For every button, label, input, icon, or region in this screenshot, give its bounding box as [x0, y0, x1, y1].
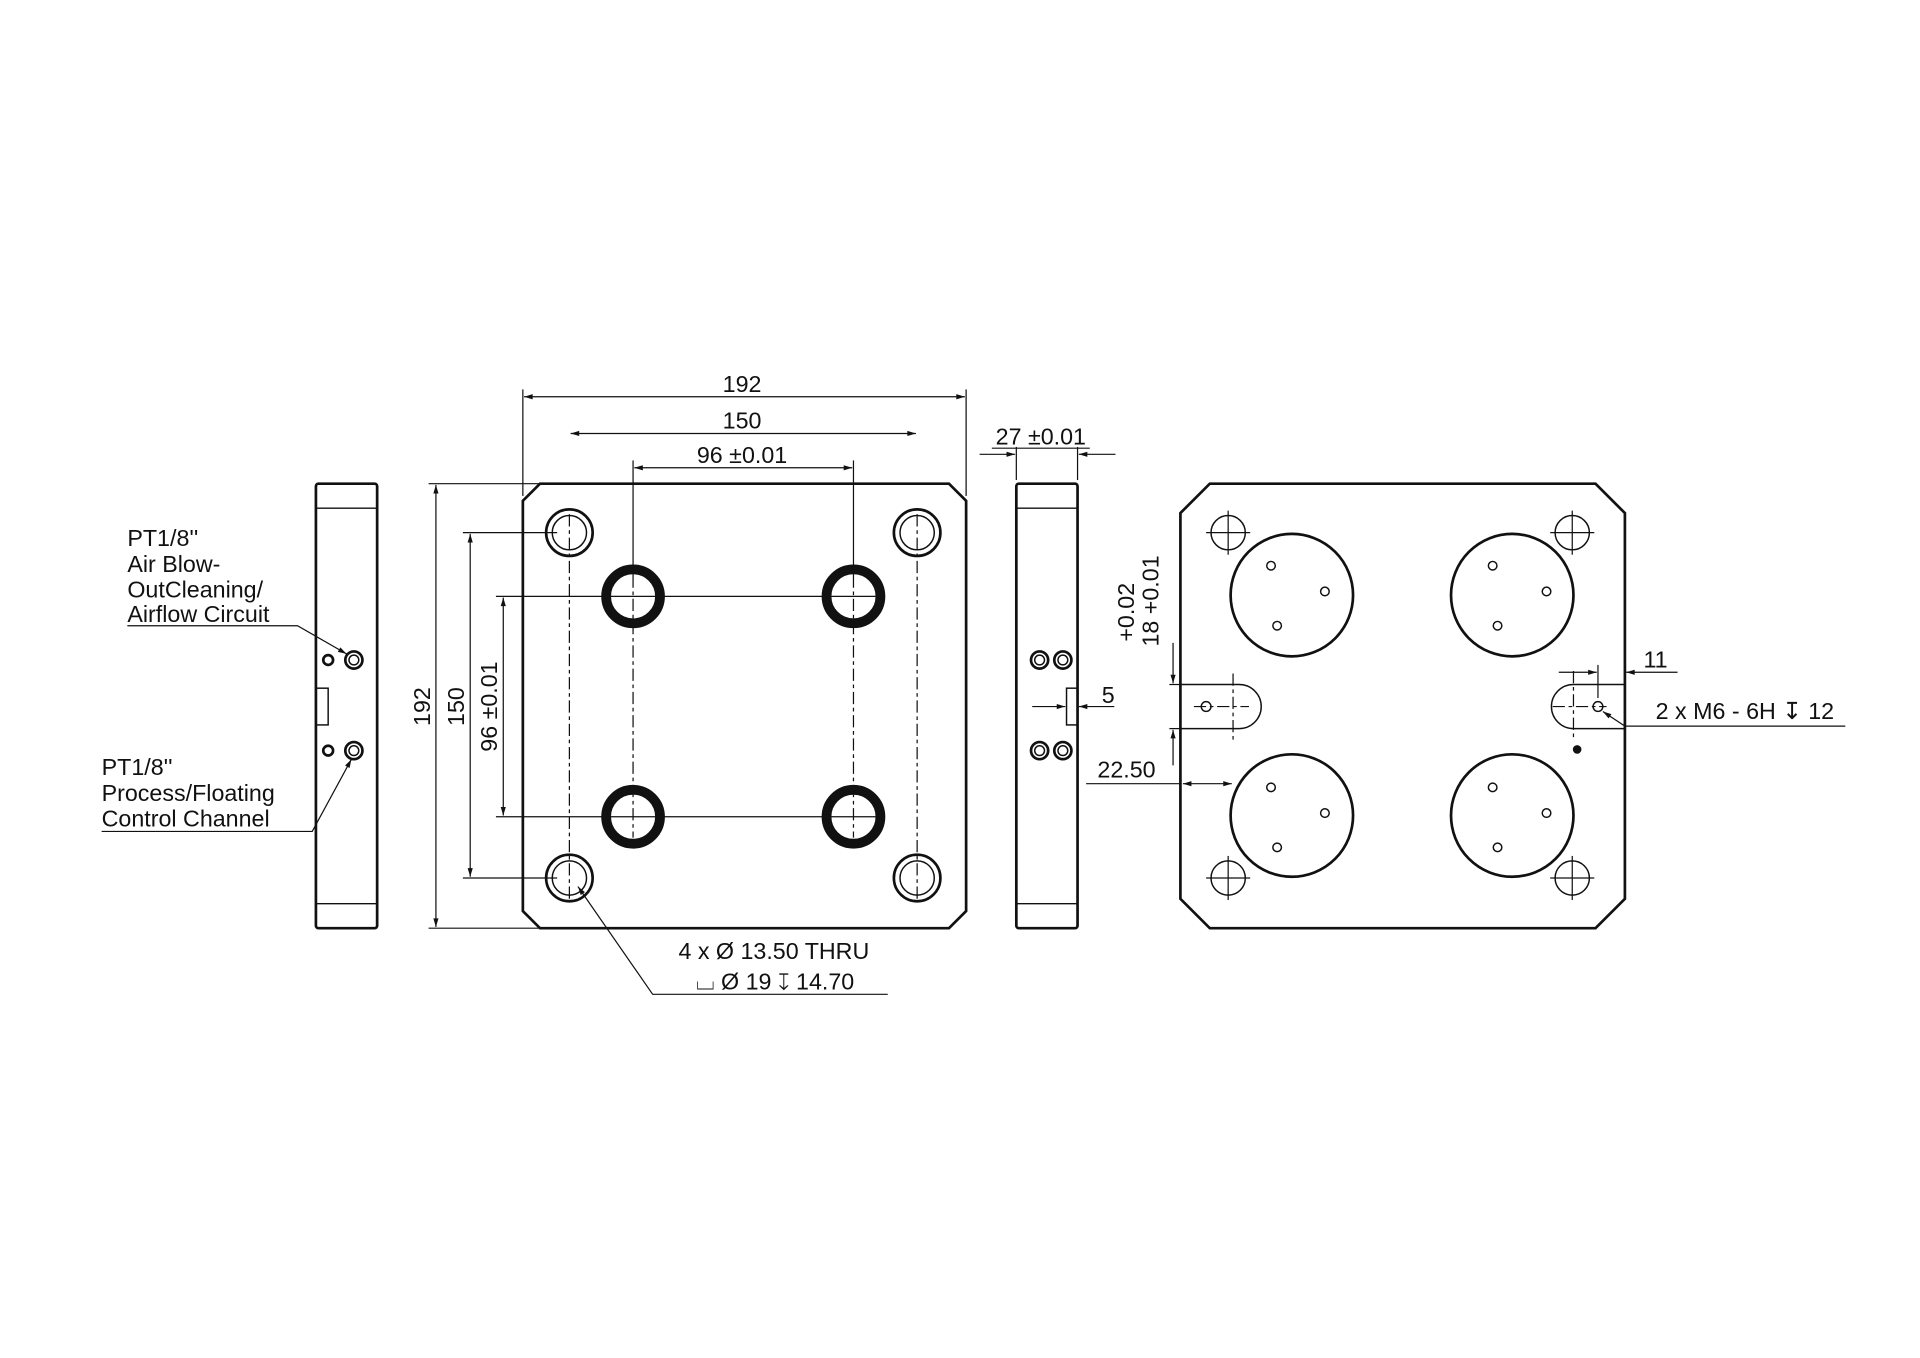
hole-callout-counterbore: ⌴ Ø 19 ↧ 14.70	[696, 968, 854, 994]
svg-text:Control Channel: Control Channel	[102, 806, 270, 832]
side-ports	[1029, 650, 1073, 761]
dim-height-outer: 150	[443, 687, 469, 726]
dim-slot-offset: 22.50	[1097, 757, 1155, 783]
port-air	[321, 650, 364, 670]
svg-text:Process/Floating: Process/Floating	[102, 780, 275, 806]
dim-height-overall: 192	[409, 687, 435, 726]
callout-process-port: PT1/8'' Process/Floating Control Channel	[102, 754, 352, 833]
dim-slot-width: 18 +0.01	[1137, 555, 1163, 646]
dim-slot-tol-upper: +0.02	[1113, 583, 1139, 642]
side-notch	[315, 687, 329, 726]
port-process	[321, 740, 364, 761]
left-slot	[1180, 673, 1262, 741]
svg-text:OutCleaning/: OutCleaning/	[127, 577, 263, 603]
hole-callout-thru: 4 x Ø 13.50 THRU	[678, 938, 869, 964]
locating-rings	[601, 564, 886, 849]
svg-text:PT1/8'': PT1/8''	[127, 525, 198, 551]
thread-callout: 2 x M6 - 6H ↧ 12	[1656, 698, 1834, 724]
dim-thickness: 27 ±0.01	[996, 424, 1086, 450]
dim-width-inner: 96 ±0.01	[697, 442, 787, 468]
callout-air-port: PT1/8'' Air Blow- OutCleaning/ Airflow C…	[127, 525, 347, 655]
right-slot	[1550, 671, 1625, 741]
dim-width-outer: 150	[723, 408, 762, 434]
svg-text:Airflow Circuit: Airflow Circuit	[127, 601, 270, 627]
svg-text:Air Blow-: Air Blow-	[127, 551, 220, 577]
front-plate	[521, 482, 968, 930]
side-body	[314, 482, 379, 930]
dim-height-inner: 96 ±0.01	[476, 661, 502, 751]
dowel-hole	[1572, 745, 1582, 754]
left-side-view: PT1/8'' Air Blow- OutCleaning/ Airflow C…	[102, 482, 379, 930]
dim-width-overall: 192	[723, 371, 762, 397]
front-view: 192 150 96 ±0.01 192 150 96 ±0.01 4 x Ø …	[409, 371, 968, 995]
counterbore-holes	[544, 508, 942, 903]
pockets	[1229, 532, 1575, 879]
corner-holes	[1206, 510, 1595, 901]
back-view: 18 +0.01 +0.02 22.50 11 2 x M6 - 6H ↧ 12	[1086, 482, 1846, 930]
dim-notch: 5	[1102, 682, 1115, 708]
svg-text:PT1/8'': PT1/8''	[102, 754, 173, 780]
right-side-view: 27 ±0.01 5	[979, 424, 1116, 930]
dim-thread-offset: 11	[1643, 646, 1667, 672]
back-plate	[1179, 482, 1627, 930]
